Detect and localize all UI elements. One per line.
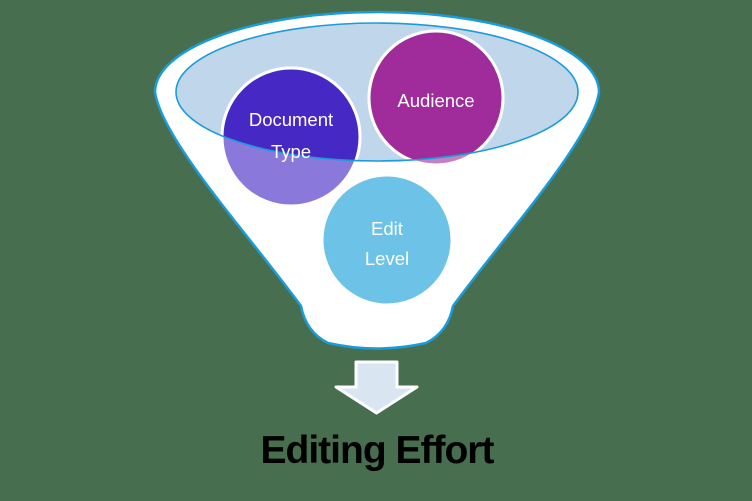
- caption: Editing Effort: [261, 429, 495, 472]
- edit-level-label-line2: Level: [365, 248, 409, 269]
- document-type-label-line1: Document: [249, 109, 333, 130]
- bubble-edit-level: [320, 173, 454, 307]
- bubble-audience-top: [367, 29, 505, 161]
- funnel-mouth-rim-line: [175, 22, 579, 162]
- document-type-label-line2: Type: [271, 141, 311, 162]
- edit-level-label-line1: Edit: [371, 218, 403, 239]
- down-arrow-icon: [334, 360, 419, 415]
- audience-label: Audience: [397, 90, 474, 111]
